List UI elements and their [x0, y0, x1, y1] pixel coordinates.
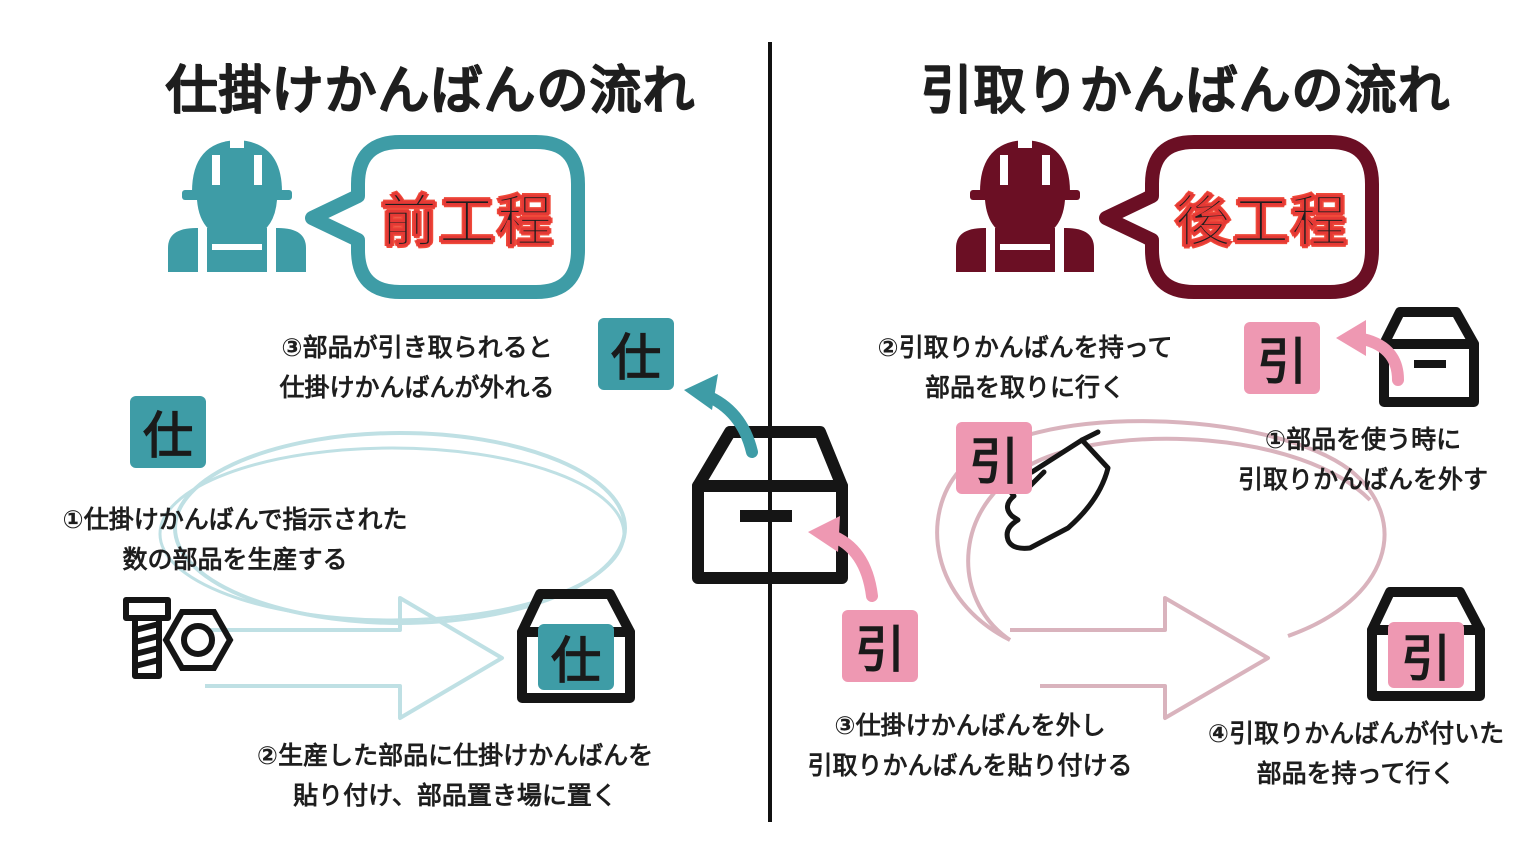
previous-process-label: 前工程: [381, 189, 555, 255]
caption-line: ③部品が引き取られると: [281, 333, 553, 362]
right-bubble-label: 後工程: [1164, 156, 1360, 278]
kanban-tag-withdrawal: 引: [1388, 622, 1464, 688]
caption-line: 部品を持って行く: [1256, 759, 1456, 788]
caption-line: ③仕掛けかんばんを外し: [834, 711, 1106, 740]
right-step-1-caption: ①部品を使う時に 引取りかんばんを外す: [1218, 420, 1508, 500]
left-bubble-label: 前工程: [370, 156, 566, 278]
caption-line: ②生産した部品に仕掛けかんばんを: [256, 741, 654, 770]
right-step-4-caption: ④引取りかんばんが付いた 部品を持って行く: [1186, 714, 1526, 794]
right-flow-arrow: [1010, 596, 1270, 720]
box-icon: [692, 426, 848, 584]
next-process-label: 後工程: [1175, 189, 1349, 255]
right-cycle-loop: [935, 419, 1387, 642]
nut-icon: [162, 609, 234, 671]
kanban-tag-wip: 仕: [130, 396, 206, 468]
kanban-tag-withdrawal: 引: [956, 422, 1032, 494]
left-title: 仕掛けかんばんの流れ: [165, 61, 696, 121]
right-title: 引取りかんばんの流れ: [920, 61, 1451, 121]
kanban-tag-wip: 仕: [598, 318, 674, 390]
left-flow-arrow: [205, 596, 504, 720]
caption-line: ①部品を使う時に: [1264, 425, 1462, 454]
caption-line: 貼り付け、部品置き場に置く: [293, 781, 617, 810]
left-step-1-caption: ①仕掛けかんばんで指示された 数の部品を生産する: [40, 500, 430, 580]
curved-arrow-icon: [1336, 320, 1404, 386]
caption-line: 引取りかんばんを貼り付ける: [807, 751, 1133, 780]
kanban-tag-withdrawal: 引: [1244, 322, 1320, 394]
caption-line: ④引取りかんばんが付いた: [1207, 719, 1505, 748]
bolt-icon: [123, 597, 171, 679]
caption-line: 数の部品を生産する: [122, 545, 348, 574]
left-step-2-caption: ②生産した部品に仕掛けかんばんを 貼り付け、部品置き場に置く: [220, 736, 690, 816]
hand-icon: [1004, 429, 1111, 551]
worker-icon: [956, 138, 1094, 272]
caption-line: 引取りかんばんを外す: [1237, 465, 1488, 494]
worker-icon: [168, 138, 306, 272]
caption-line: ①仕掛けかんばんで指示された: [62, 505, 408, 534]
right-step-3-caption: ③仕掛けかんばんを外し 引取りかんばんを貼り付ける: [790, 706, 1150, 786]
caption-line: 部品を取りに行く: [924, 373, 1125, 402]
caption-line: ②引取りかんばんを持って: [877, 333, 1173, 362]
kanban-tag-wip: 仕: [538, 624, 614, 690]
kanban-tag-withdrawal: 引: [842, 610, 918, 682]
left-step-3-caption: ③部品が引き取られると 仕掛けかんばんが外れる: [262, 328, 572, 408]
box-icon: [1379, 307, 1479, 407]
curved-arrow-icon: [684, 374, 758, 458]
curved-arrow-icon: [808, 516, 878, 602]
right-step-2-caption: ②引取りかんばんを持って 部品を取りに行く: [860, 328, 1190, 408]
caption-line: 仕掛けかんばんが外れる: [279, 373, 555, 402]
